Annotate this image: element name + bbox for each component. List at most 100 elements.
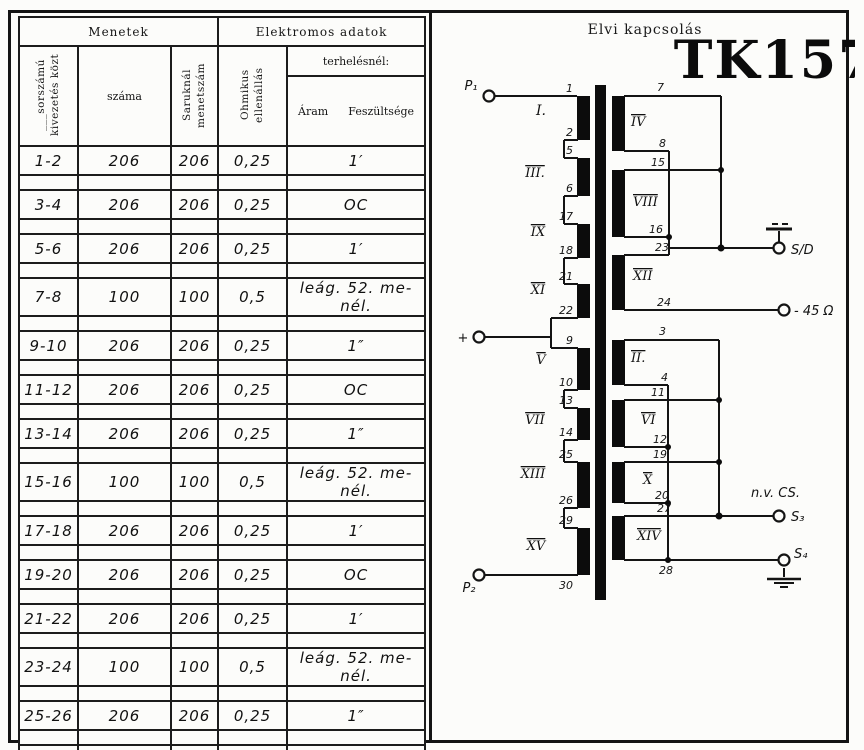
col-header-at-load: terhelésnél: xyxy=(286,45,427,77)
separator-cell xyxy=(18,359,79,376)
cell-menetszam: 206 xyxy=(169,145,220,176)
winding-label-iii: III. xyxy=(524,166,545,181)
group-header-electrical: Elektromos adatok xyxy=(217,16,427,47)
pin-5: 5 xyxy=(566,144,573,157)
winding-label-xi: XI xyxy=(530,283,546,298)
coil-iv xyxy=(612,96,625,151)
separator-cell xyxy=(217,500,289,517)
separator-cell xyxy=(217,262,289,279)
cell-terheles: leág. 52. me-nél. xyxy=(286,462,427,502)
cell-ohmikus: 0,25 xyxy=(217,559,289,590)
cell-kivezetes: 19-20 xyxy=(18,559,79,590)
cell-kivezetes: 27-28 xyxy=(18,744,79,750)
page-frame xyxy=(8,10,849,743)
separator-cell xyxy=(77,403,172,420)
cell-terheles: 1″ xyxy=(286,330,427,361)
separator-cell xyxy=(77,447,172,464)
col-header-current-voltage: Áram Feszültsége xyxy=(286,75,427,147)
cell-ohmikus: 0,25 xyxy=(217,189,289,220)
separator-row xyxy=(18,500,427,517)
cell-terheles: 1′ xyxy=(286,603,427,634)
cell-terheles: OC xyxy=(286,744,427,750)
coil-v xyxy=(577,348,590,390)
cell-szama: 206 xyxy=(77,330,172,361)
winding-label-vii: VII xyxy=(525,413,546,428)
separator-cell xyxy=(286,632,427,649)
cell-szama: 206 xyxy=(77,374,172,405)
cell-ohmikus: 0,25 xyxy=(217,145,289,176)
coil-xi xyxy=(577,284,590,318)
cell-ohmikus: 0,25 xyxy=(217,603,289,634)
cell-kivezetes: 13-14 xyxy=(18,418,79,449)
cell-menetszam: 206 xyxy=(169,418,220,449)
cell-szama: 100 xyxy=(77,462,172,502)
col-header-current: Áram xyxy=(298,104,329,118)
pin-14: 14 xyxy=(559,426,573,439)
pin-7: 7 xyxy=(657,81,664,94)
cell-menetszam: 100 xyxy=(169,277,220,317)
separator-cell xyxy=(77,685,172,702)
separator-row xyxy=(18,403,427,420)
part-number: TK157 xyxy=(674,30,855,91)
col-header-voltage: Feszültsége xyxy=(348,104,415,118)
terminal-plus-label: + xyxy=(458,331,469,346)
cell-menetszam: 206 xyxy=(169,744,220,750)
pin-30: 30 xyxy=(559,579,573,592)
col-header-terminals-text: ___sorszámú kivezetés közt xyxy=(35,53,62,136)
separator-cell xyxy=(169,500,220,517)
coil-iii xyxy=(577,158,590,196)
separator-cell xyxy=(217,315,289,332)
coil-xiv xyxy=(612,516,625,560)
junction-dots xyxy=(665,167,725,563)
separator-cell xyxy=(169,174,220,191)
coil-vii xyxy=(577,408,590,440)
coil-xiii xyxy=(577,462,590,508)
separator-cell xyxy=(217,632,289,649)
separator-cell xyxy=(286,544,427,561)
ground-symbol-sd xyxy=(766,223,792,242)
separator-cell xyxy=(77,544,172,561)
pin-10: 10 xyxy=(559,376,573,389)
cell-ohmikus: 0,5 xyxy=(217,277,289,317)
separator-row xyxy=(18,218,427,235)
cell-terheles: 1″ xyxy=(286,700,427,731)
separator-cell xyxy=(18,632,79,649)
panel-divider xyxy=(429,10,432,740)
winding-data-table: Menetek Elektromos adatok ___sorszámú ki… xyxy=(17,16,427,750)
separator-cell xyxy=(18,315,79,332)
separator-cell xyxy=(77,315,172,332)
separator-cell xyxy=(169,544,220,561)
cell-menetszam: 206 xyxy=(169,374,220,405)
pin-24: 24 xyxy=(657,296,671,309)
separator-cell xyxy=(217,174,289,191)
cell-ohmikus: 0,25 xyxy=(217,330,289,361)
cell-menetszam: 206 xyxy=(169,559,220,590)
separator-cell xyxy=(169,632,220,649)
cell-szama: 206 xyxy=(77,700,172,731)
separator-cell xyxy=(18,588,79,605)
pin-8: 8 xyxy=(659,137,666,150)
winding-label-xiv: XIV xyxy=(636,529,662,544)
pin-25: 25 xyxy=(559,448,573,461)
terminal-sd-circle xyxy=(772,241,786,255)
core-bar xyxy=(595,85,606,600)
pin-1: 1 xyxy=(566,82,573,95)
separator-cell xyxy=(286,315,427,332)
winding-label-xiii: XIII xyxy=(520,467,547,482)
separator-row xyxy=(18,588,427,605)
pin-4: 4 xyxy=(661,371,668,384)
col-header-resistance: Ohmikus ellenállás xyxy=(217,45,289,147)
terminal-sd-label: S/D xyxy=(791,243,814,258)
separator-cell xyxy=(169,588,220,605)
separator-row xyxy=(18,544,427,561)
terminal-s3-circle xyxy=(772,509,786,523)
col-header-resistance-text: Ohmikus ellenállás xyxy=(239,66,266,123)
separator-cell xyxy=(286,729,427,746)
